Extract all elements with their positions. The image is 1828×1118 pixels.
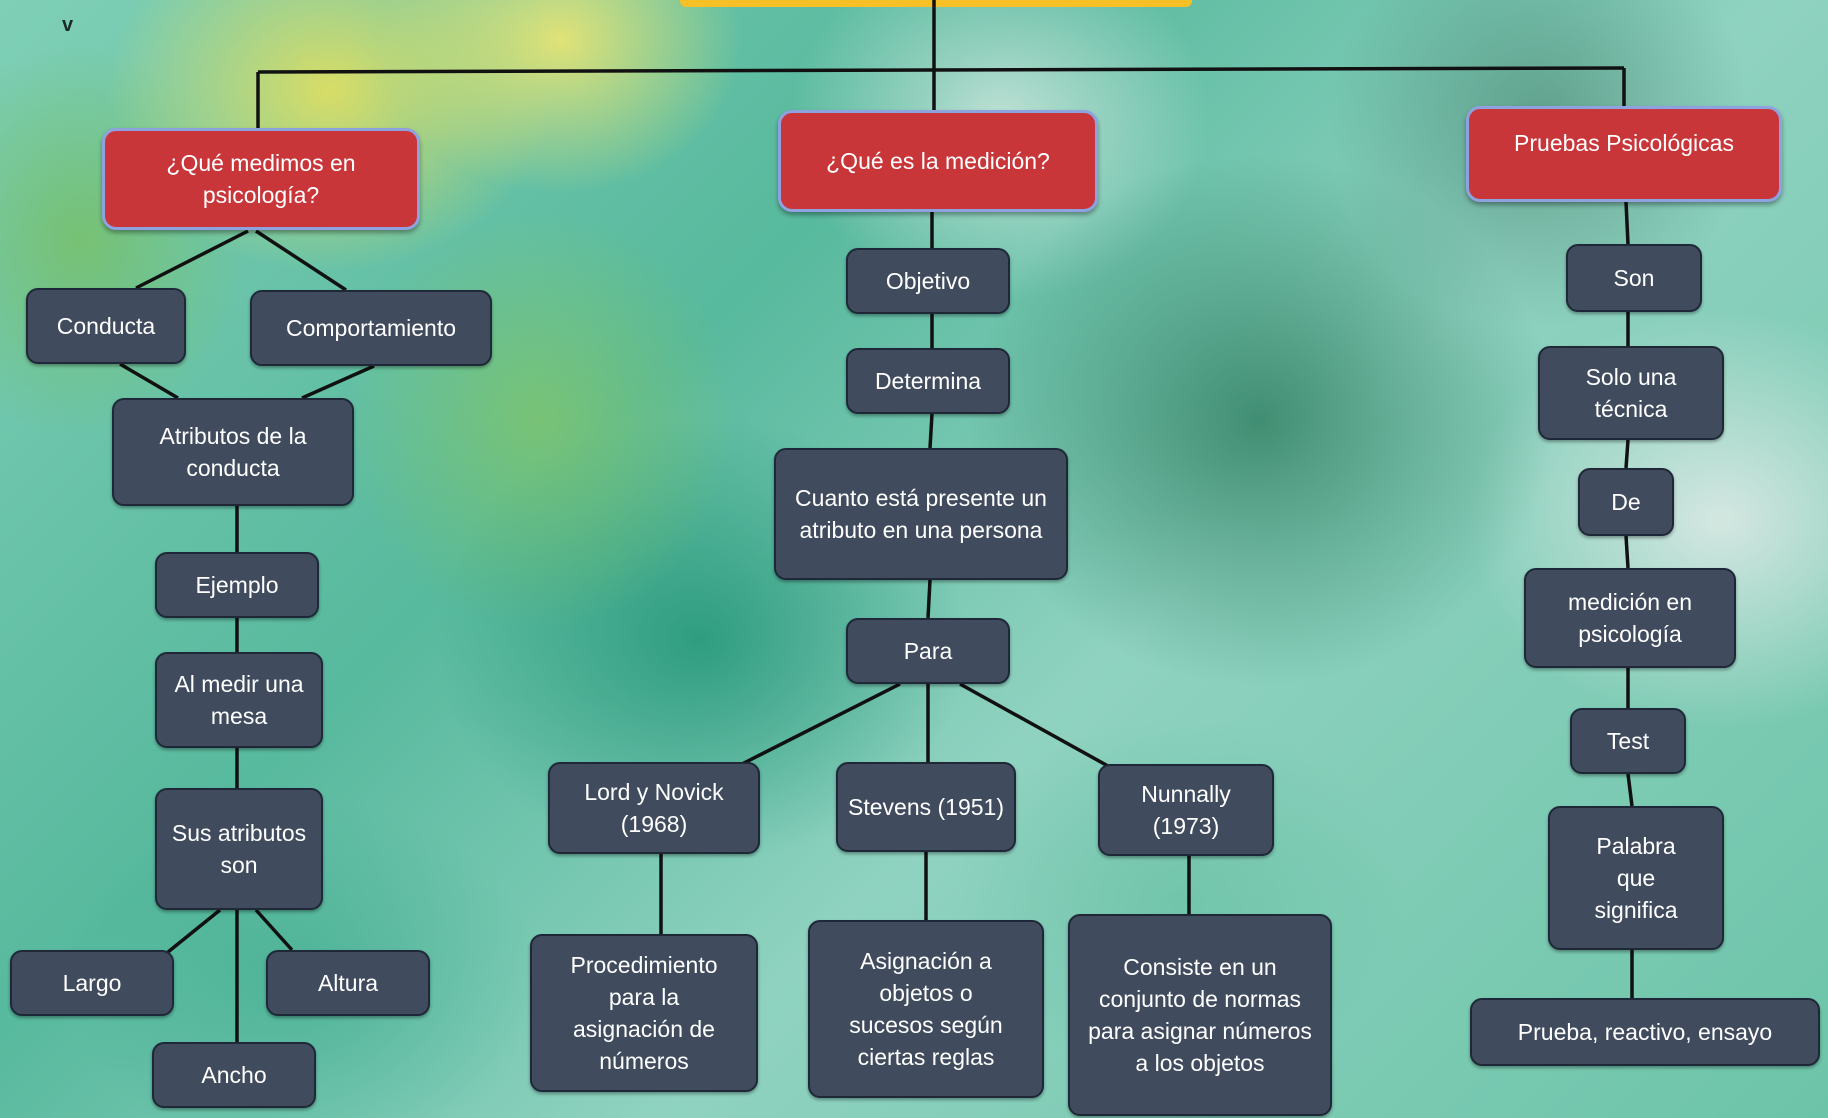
node-comportamiento: Comportamiento bbox=[250, 290, 492, 366]
node-procedimiento: Procedimiento para la asignación de núme… bbox=[530, 934, 758, 1092]
node-palabra-que-significa: Palabra que significa bbox=[1548, 806, 1724, 950]
node-consiste: Consiste en un conjunto de normas para a… bbox=[1068, 914, 1332, 1116]
node-test: Test bbox=[1570, 708, 1686, 774]
node-determina: Determina bbox=[846, 348, 1010, 414]
node-conducta: Conducta bbox=[26, 288, 186, 364]
node-medicion-en-psicologia: medición en psicología bbox=[1524, 568, 1736, 668]
node-ancho: Ancho bbox=[152, 1042, 316, 1108]
node-son: Son bbox=[1566, 244, 1702, 312]
node-stevens: Stevens (1951) bbox=[836, 762, 1016, 852]
node-solo-una-tecnica: Solo una técnica bbox=[1538, 346, 1724, 440]
node-para: Para bbox=[846, 618, 1010, 684]
node-pruebas-psicologicas: Pruebas Psicológicas bbox=[1466, 106, 1782, 202]
node-que-es-medicion: ¿Qué es la medición? bbox=[778, 110, 1098, 212]
node-ejemplo: Ejemplo bbox=[155, 552, 319, 618]
node-prueba-reactivo-ensayo: Prueba, reactivo, ensayo bbox=[1470, 998, 1820, 1066]
node-cuanto-esta-presente: Cuanto está presente un atributo en una … bbox=[774, 448, 1068, 580]
corner-mark: v bbox=[62, 14, 74, 36]
node-altura: Altura bbox=[266, 950, 430, 1016]
node-nunnally: Nunnally (1973) bbox=[1098, 764, 1274, 856]
node-que-medimos: ¿Qué medimos en psicología? bbox=[102, 128, 420, 230]
node-lord-novick: Lord y Novick (1968) bbox=[548, 762, 760, 854]
node-de: De bbox=[1578, 468, 1674, 536]
top-title-bar bbox=[680, 0, 1192, 7]
node-asignacion: Asignación a objetos o sucesos según cie… bbox=[808, 920, 1044, 1098]
node-sus-atributos: Sus atributos son bbox=[155, 788, 323, 910]
node-objetivo: Objetivo bbox=[846, 248, 1010, 314]
node-largo: Largo bbox=[10, 950, 174, 1016]
node-al-medir-mesa: Al medir una mesa bbox=[155, 652, 323, 748]
node-atributos-conducta: Atributos de la conducta bbox=[112, 398, 354, 506]
